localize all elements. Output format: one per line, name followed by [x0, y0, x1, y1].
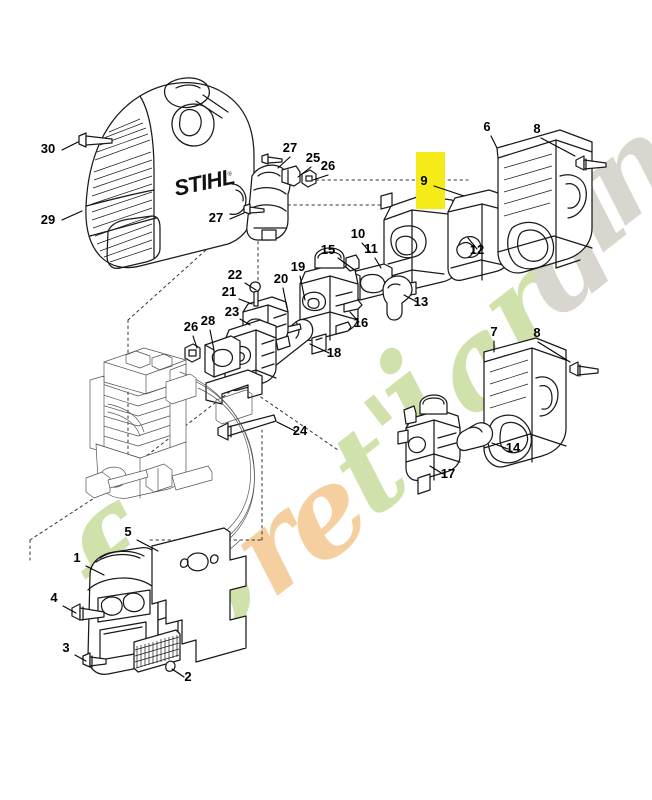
callout-leader-16: [349, 311, 360, 323]
callout-leader-29: [61, 210, 83, 221]
callout-leader-5: [136, 539, 159, 552]
callout-number-c26a: 26: [321, 158, 335, 173]
callout-number-c17: 17: [441, 466, 455, 481]
muffler-assembly: [71, 527, 247, 675]
screw-3: [82, 652, 107, 668]
callout-leader-19: [299, 275, 306, 301]
callout-leader-28: [209, 329, 215, 351]
callout-number-c5: 5: [124, 524, 131, 539]
callout-number-c27a: 27: [283, 140, 297, 155]
screw-8-lower: [569, 361, 599, 377]
callout-leader-26: [192, 335, 198, 349]
callout-number-c20: 20: [274, 271, 288, 286]
callout-leader-20: [282, 287, 288, 309]
long-bolt-24: [217, 414, 277, 441]
callout-leader-13: [403, 294, 418, 303]
callout-number-c26b: 26: [184, 319, 198, 334]
callout-number-c15: 15: [321, 242, 335, 257]
callout-number-c7: 7: [490, 324, 497, 339]
screw-30: [78, 132, 113, 148]
highlight-box-part-9: [416, 152, 445, 209]
callout-number-c11: 11: [364, 241, 378, 256]
callout-number-c2: 2: [184, 669, 191, 684]
callout-leader-26: [312, 174, 329, 181]
callout-number-c10: 10: [351, 226, 365, 241]
callout-leader-9: [433, 185, 465, 197]
svg-text:®: ®: [227, 170, 233, 178]
callout-number-c30: 30: [41, 141, 55, 156]
callout-leader-12: [467, 237, 478, 250]
nut-26-left: [184, 343, 201, 363]
screw-4: [71, 603, 105, 621]
callout-leader-18: [309, 343, 330, 354]
spark-screen-2: [133, 629, 181, 673]
callout-number-c9: 9: [420, 173, 427, 188]
callout-number-c6: 6: [483, 119, 490, 134]
intake-elbow-assembly: [243, 153, 317, 241]
callout-leader-27: [229, 212, 245, 220]
callout-number-c4: 4: [50, 590, 58, 605]
callout-number-c22: 22: [228, 267, 242, 282]
callout-number-c21: 21: [222, 284, 236, 299]
alt-air-filter-cover-7: [483, 337, 599, 468]
air-filter-cover-6: [496, 129, 607, 274]
callout-leader-21: [238, 298, 253, 305]
callout-number-c1: 1: [73, 550, 80, 565]
alt-carburetor-17: [397, 394, 494, 495]
callout-leader-22: [244, 282, 257, 291]
callout-number-c24: 24: [293, 423, 308, 438]
screw-27-top: [261, 153, 283, 165]
screw-27-lower: [243, 203, 265, 215]
callout-leader-8: [537, 341, 571, 363]
callout-leader-8: [540, 137, 576, 157]
callout-leader-10: [361, 242, 371, 253]
choke-knob-13: [382, 275, 413, 321]
callout-leader-17: [429, 465, 444, 475]
callout-number-c29: 29: [41, 212, 55, 227]
callout-number-c3: 3: [62, 640, 69, 655]
callout-leader-24: [276, 421, 296, 432]
gasket-12: [456, 242, 474, 259]
callout-number-c19: 19: [291, 259, 305, 274]
callout-leader-1: [85, 565, 105, 576]
callout-number-c23: 23: [225, 304, 239, 319]
engine-shroud-29: STIHL ®: [78, 77, 255, 270]
choke-knob-14: [456, 422, 494, 452]
callout-number-c14: 14: [506, 440, 521, 455]
screw-8-top: [575, 155, 607, 171]
callout-number-c13: 13: [414, 294, 428, 309]
callout-leader-3: [74, 654, 87, 662]
callout-number-c12: 12: [470, 242, 484, 257]
callout-number-c8a: 8: [533, 121, 540, 136]
callout-leader-27: [277, 156, 291, 169]
callout-number-c28: 28: [201, 313, 215, 328]
nut-26-top: [301, 169, 317, 188]
callout-leader-14: [491, 442, 509, 450]
adapter-block-23: [205, 319, 277, 405]
callout-leader-4: [62, 605, 77, 614]
callout-leader-30: [61, 141, 79, 151]
air-filter-housing-10: [375, 192, 461, 297]
callout-leader-15: [337, 257, 357, 272]
callout-leader-11: [374, 257, 382, 269]
callout-number-c25: 25: [306, 150, 320, 165]
callout-number-c16: 16: [354, 315, 368, 330]
callout-number-c8b: 8: [533, 325, 540, 340]
callout-leader-2: [171, 668, 185, 678]
callout-leader-6: [490, 135, 498, 149]
callout-leader-23: [239, 318, 251, 326]
callout-number-c18: 18: [327, 345, 341, 360]
callout-leader-25: [297, 166, 312, 178]
callout-number-c27b: 27: [209, 210, 223, 225]
